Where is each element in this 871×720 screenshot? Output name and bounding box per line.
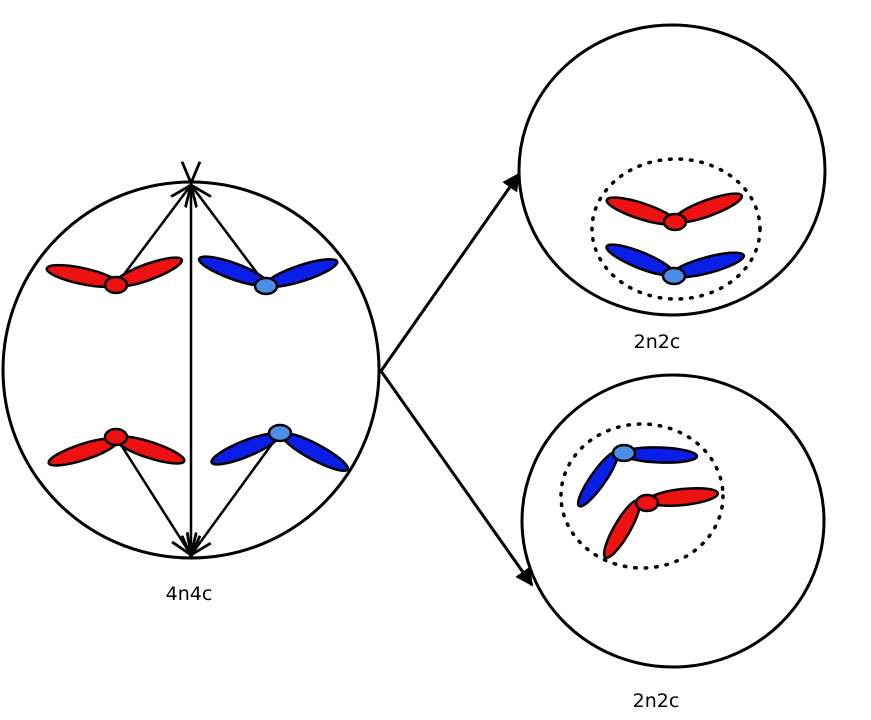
chromosome-blue-bottom-right — [210, 423, 350, 473]
chromosome-red-top-daughter — [605, 192, 744, 232]
daughter-cell-top-outline — [517, 23, 827, 317]
spindle-fiber-bottom-left — [114, 436, 191, 555]
parent-cell-label: 4n4c — [166, 583, 213, 605]
chromosome-red-bottom-left — [47, 427, 186, 467]
parent-cell: 4n4c — [1, 182, 381, 605]
spindle-fibers — [114, 183, 282, 557]
arrow-to-top-daughter — [379, 172, 521, 372]
homolog-pair-ring-top — [590, 157, 762, 301]
spindle-fiber-top-right — [191, 185, 267, 286]
spindle-fiber-top-left — [115, 185, 191, 286]
homolog-pair-ring-bottom — [559, 422, 725, 570]
spindle-fiber-bottom-right — [191, 432, 282, 555]
daughter-cell-top-label: 2n2c — [634, 331, 681, 353]
daughter-cell-bottom-label: 2n2c — [633, 690, 680, 712]
chromosome-red-bottom-daughter — [602, 486, 720, 560]
daughter-cell-bottom: 2n2c — [520, 373, 826, 712]
chromosome-blue-top-daughter — [605, 243, 746, 286]
daughter-cell-top: 2n2c — [517, 23, 827, 353]
chromosome-red-top-left — [45, 256, 184, 295]
daughter-cell-bottom-outline — [520, 373, 826, 669]
arrow-to-bottom-daughter — [379, 370, 534, 587]
chromosome-blue-top-right — [197, 255, 339, 296]
division-arrows — [379, 172, 534, 587]
chromosome-blue-bottom-daughter — [576, 443, 699, 508]
